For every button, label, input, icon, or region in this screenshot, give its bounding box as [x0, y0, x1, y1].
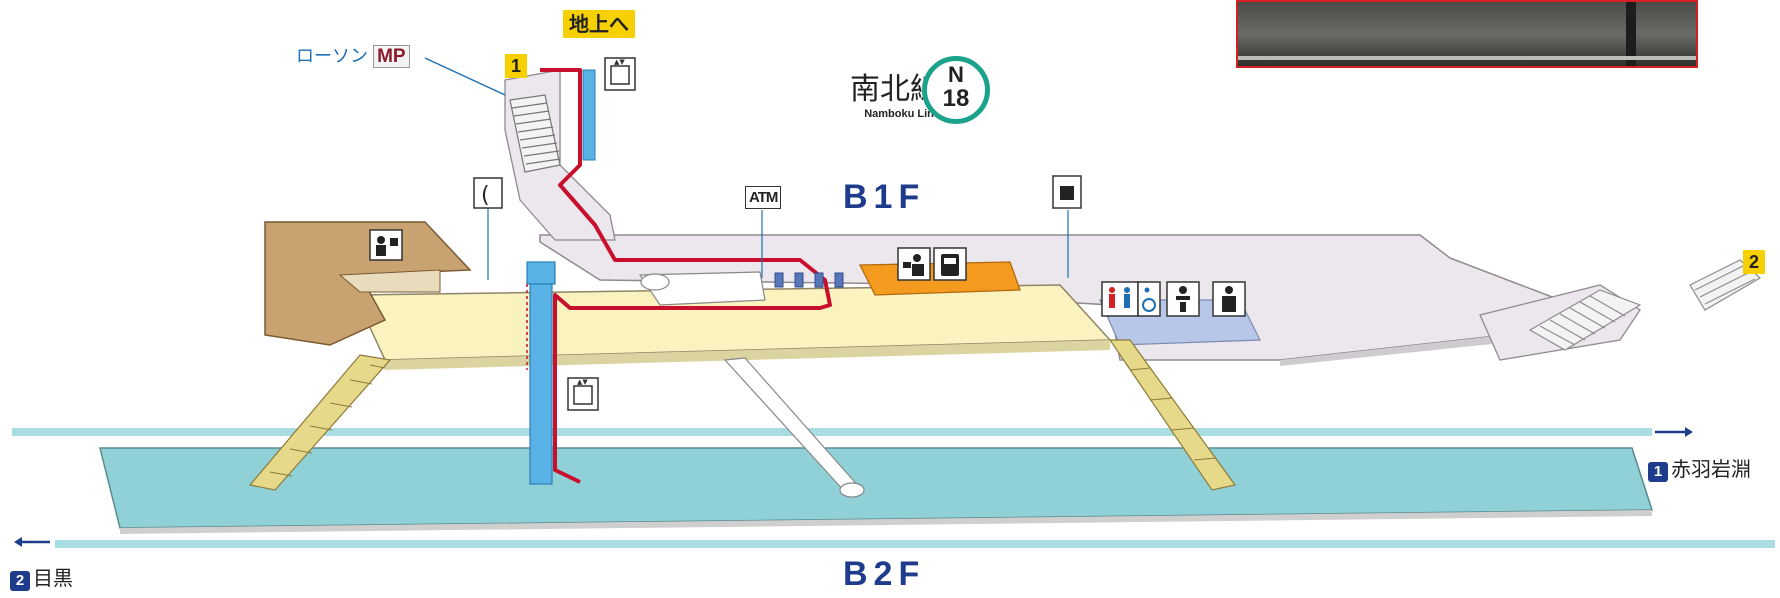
ticket-gates — [774, 272, 844, 288]
lawson-name: ローソン — [296, 46, 368, 67]
platform-edge — [120, 510, 1652, 534]
exit-2-badge[interactable]: 2 — [1743, 250, 1765, 274]
line-name-block: 南北線 Namboku Line — [778, 64, 940, 120]
floor-b1f-label: B1F — [843, 178, 926, 216]
baby-room-icon — [1166, 281, 1200, 317]
station-office-block — [264, 221, 472, 346]
wheelchair-icon — [1137, 281, 1161, 317]
concourse-ramp-end — [640, 273, 670, 291]
lawson-mp-logo: MP — [373, 45, 410, 68]
svg-text:▲▼: ▲▼ — [614, 58, 625, 66]
to-ground-label: 地上へ — [563, 10, 635, 38]
station-number-badge: N 18 — [922, 56, 990, 124]
station-number: 18 — [942, 85, 970, 112]
elevator-icon: ▲▼ — [604, 57, 636, 91]
nursing-room-icon — [1212, 281, 1246, 317]
ticket-machine-icon — [933, 247, 967, 281]
concourse-edge — [385, 340, 1110, 370]
track-upper — [12, 428, 1652, 436]
exit1-elevator-shaft — [582, 69, 596, 161]
escalator-center-icon — [723, 357, 865, 498]
photo-rail — [1626, 2, 1636, 66]
station-letter: N — [948, 62, 964, 87]
stairs-right-icon — [1108, 339, 1237, 491]
direction-left-destination: 目黒 — [33, 566, 73, 590]
lawson-store-label: ローソン MP — [296, 42, 410, 68]
svg-text:▲▼: ▲▼ — [577, 378, 588, 386]
station-office-icon — [369, 229, 403, 261]
coin-locker-icon — [1052, 175, 1082, 209]
line-name-en: Namboku Line — [864, 108, 940, 120]
svg-text:(: ( — [481, 183, 490, 208]
direction-right-number: 1 — [1648, 462, 1668, 482]
exit1-stairs-icon — [509, 94, 561, 173]
left-arrowhead — [14, 537, 22, 547]
track-lower — [55, 540, 1775, 548]
direction-right-destination: 赤羽岩淵 — [1671, 457, 1751, 481]
office-window — [338, 269, 441, 293]
photo-edge — [1238, 56, 1696, 60]
concourse-ramp — [638, 271, 766, 306]
concourse-exit-edge — [1280, 330, 1550, 366]
service-counter-icon — [897, 247, 931, 281]
platform-photo — [1236, 0, 1698, 68]
line-name-ja: 南北線 — [850, 72, 940, 107]
atm-icon: ATM — [745, 186, 782, 209]
accessible-route — [540, 68, 832, 484]
lawson-leader-line — [424, 57, 506, 96]
elevator-lower-icon: ▲▼ — [567, 377, 599, 411]
restroom-icon — [1101, 281, 1139, 317]
elevator-shaft — [529, 283, 553, 485]
payphone-icon: ( — [473, 177, 503, 209]
exit-1-badge[interactable]: 1 — [505, 54, 527, 78]
direction-left-number: 2 — [10, 571, 30, 591]
exit2-stairs-icon — [1528, 259, 1762, 351]
stairs-left-icon — [248, 354, 392, 491]
right-arrowhead — [1685, 427, 1693, 437]
floor-b2f-label: B2F — [843, 555, 926, 593]
